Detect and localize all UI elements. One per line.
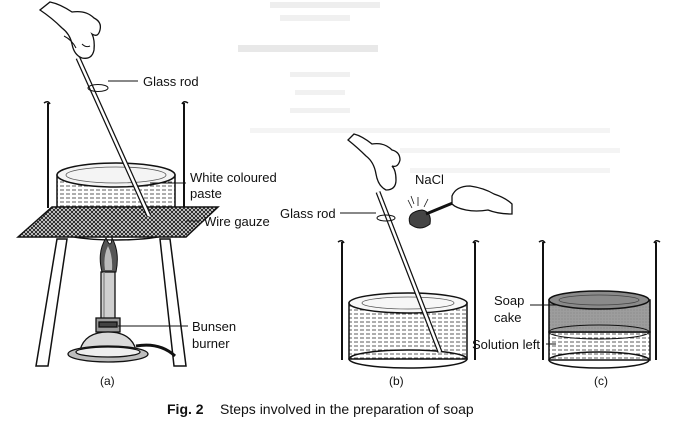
beaker-b <box>341 242 476 360</box>
label-bunsen-2: burner <box>192 336 230 351</box>
label-soap-2: cake <box>494 310 521 325</box>
hand-a-icon <box>38 1 102 59</box>
tripod-stand <box>35 238 187 367</box>
solution-b <box>348 292 468 369</box>
labels-panel-b: NaCl Glass rod (b) <box>280 172 444 388</box>
label-soap-1: Soap <box>494 293 524 308</box>
label-solution-left: Solution left <box>472 337 540 352</box>
label-glass-rod-b: Glass rod <box>280 206 336 221</box>
hand-b-icon <box>347 133 401 191</box>
bunsen-burner <box>67 271 177 363</box>
hand-nacl-icon <box>451 185 513 215</box>
panel-b <box>337 133 513 369</box>
label-white-paste-2: paste <box>190 186 222 201</box>
flame <box>99 236 118 273</box>
labels-panel-c: Soap cake Solution left (c) <box>472 293 608 388</box>
caption-text: Steps involved in the preparation of soa… <box>220 401 474 417</box>
labels-panel-a: Glass rod White coloured paste Wire gauz… <box>100 74 277 388</box>
caption-label: Fig. 2 <box>167 401 204 417</box>
label-bunsen-1: Bunsen <box>192 319 236 334</box>
solution-left <box>548 331 651 361</box>
soap-cake <box>548 290 651 340</box>
label-nacl: NaCl <box>415 172 444 187</box>
beaker-c <box>542 242 657 360</box>
label-glass-rod-a: Glass rod <box>143 74 199 89</box>
figure-caption: Fig. 2 Steps involved in the preparation… <box>167 401 474 417</box>
panel-label-b: (b) <box>389 374 404 388</box>
panel-label-a: (a) <box>100 374 115 388</box>
panel-label-c: (c) <box>594 374 608 388</box>
beaker-a <box>47 103 185 208</box>
panel-a <box>16 1 220 367</box>
panel-c <box>538 239 661 369</box>
label-wire-gauze: Wire gauze <box>204 214 270 229</box>
label-white-paste-1: White coloured <box>190 170 277 185</box>
background-bleed-text <box>238 2 620 173</box>
wire-gauze <box>16 206 220 238</box>
